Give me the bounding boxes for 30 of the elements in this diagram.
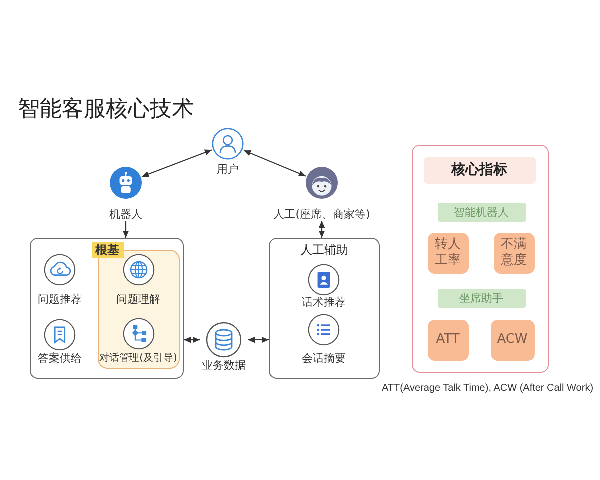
panel — [412, 145, 549, 373]
metric-tile: ACW — [490, 320, 534, 360]
node-label: 人工(座席、商家等) — [274, 208, 370, 221]
double-arrow — [142, 150, 212, 178]
double-arrow — [184, 336, 200, 344]
title: 智能客服核心技术 — [18, 97, 194, 123]
panel-heading: 人工辅助 — [300, 243, 348, 258]
double-arrow — [244, 150, 306, 177]
node-label: 机器人 — [110, 208, 142, 221]
node-label: 答案供给 — [38, 352, 82, 365]
metric-tile: 转人工率 — [428, 232, 468, 274]
category-band: 智能机器人 — [438, 202, 526, 222]
double-arrow — [318, 221, 326, 238]
category-band: 坐席助手 — [438, 288, 526, 308]
node-label: 会话摘要 — [302, 352, 346, 365]
double-arrow — [248, 336, 269, 344]
node-label: 业务数据 — [202, 359, 246, 372]
node-label: 对话管理(及引导) — [100, 352, 178, 364]
group-box — [269, 238, 380, 379]
tag: 根基 — [92, 242, 124, 258]
metric-tile: 不满意度 — [494, 232, 534, 274]
footnote: ATT(Average Talk Time), ACW (After Call Work) — [382, 383, 594, 395]
node-label: 问题理解 — [116, 292, 160, 306]
node-label: 话术推荐 — [302, 296, 346, 309]
node-label: 问题推荐 — [38, 293, 82, 306]
group-box — [30, 238, 184, 379]
metric-tile: ATT — [428, 320, 468, 360]
heading-band: 核心指标 — [424, 156, 536, 184]
arrow — [122, 221, 130, 238]
node-label: 用户 — [217, 163, 239, 176]
